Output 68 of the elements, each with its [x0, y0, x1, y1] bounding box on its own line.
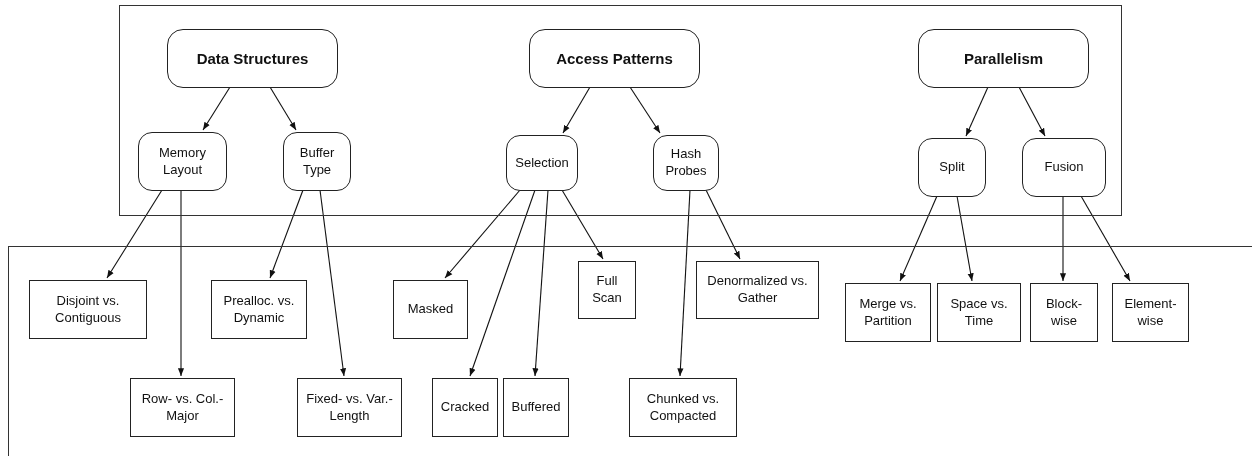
leaf-box	[1112, 283, 1189, 342]
leaf-box	[130, 378, 235, 437]
arrow	[677, 189, 691, 377]
arrow	[269, 86, 297, 131]
node-label: Masked	[406, 301, 455, 318]
node-label: Prealloc. vs. Dynamic	[222, 292, 296, 327]
node-label: Fusion	[1043, 159, 1085, 176]
category-box	[167, 29, 338, 88]
leaf-box	[297, 378, 402, 437]
arrow	[956, 195, 974, 282]
arrow	[532, 189, 549, 377]
arrow	[444, 189, 521, 279]
node-label: Denormalized vs. Gather	[706, 273, 809, 307]
node-label: Split	[938, 159, 966, 176]
category-box	[918, 29, 1089, 88]
node-label: Cracked	[439, 399, 491, 416]
arrow	[106, 189, 163, 279]
arrow	[561, 189, 604, 260]
arrow	[705, 189, 741, 260]
node-label: Disjoint vs. Contiguous	[54, 292, 122, 327]
node-label: Row- vs. Col.-Major	[140, 390, 225, 425]
leaf-box	[29, 280, 147, 339]
node-label: Space vs. Time	[949, 295, 1009, 330]
arrow	[469, 189, 536, 377]
leaf-box	[629, 378, 737, 437]
arrow	[1059, 195, 1067, 282]
category-box	[283, 132, 351, 191]
node-label: Fixed- vs. Var.-Length	[305, 390, 394, 425]
node-label: Buffered	[510, 399, 562, 416]
node-label: Parallelism	[962, 48, 1045, 69]
arrow	[965, 86, 989, 137]
node-label: Selection	[514, 154, 570, 172]
leaf-box	[211, 280, 307, 339]
node-label: Memory Layout	[158, 144, 207, 179]
category-box	[506, 135, 578, 191]
arrow	[202, 86, 231, 131]
leaf-box	[393, 280, 468, 339]
node-label: Merge vs. Partition	[858, 295, 918, 330]
leaf-box	[696, 261, 819, 319]
node-label: Access Patterns	[555, 48, 674, 69]
arrow	[269, 189, 304, 279]
node-label: Chunked vs. Compacted	[645, 390, 721, 425]
arrow	[177, 189, 185, 377]
node-label: Hash Probes	[664, 146, 708, 180]
arrow	[629, 86, 661, 134]
category-box	[138, 132, 227, 191]
leaf-box	[1030, 283, 1098, 342]
category-box	[653, 135, 719, 191]
arrow	[319, 189, 347, 377]
arrow	[562, 86, 591, 134]
node-label: Full Scan	[591, 273, 623, 307]
category-box	[918, 138, 986, 197]
category-box	[529, 29, 700, 88]
arrow	[1018, 86, 1046, 137]
leaf-box	[503, 378, 569, 437]
node-label: Element-wise	[1123, 295, 1178, 330]
arrow	[1080, 195, 1131, 282]
leaf-box	[432, 378, 498, 437]
node-label: Data Structures	[195, 48, 310, 69]
leaf-box	[845, 283, 931, 342]
node-label: Block-wise	[1044, 295, 1084, 330]
node-label: Buffer Type	[298, 144, 336, 179]
arrow	[899, 195, 938, 282]
group-frame	[8, 246, 1252, 456]
category-box	[1022, 138, 1106, 197]
leaf-box	[937, 283, 1021, 342]
leaf-box	[578, 261, 636, 319]
group-frame	[119, 5, 1122, 216]
